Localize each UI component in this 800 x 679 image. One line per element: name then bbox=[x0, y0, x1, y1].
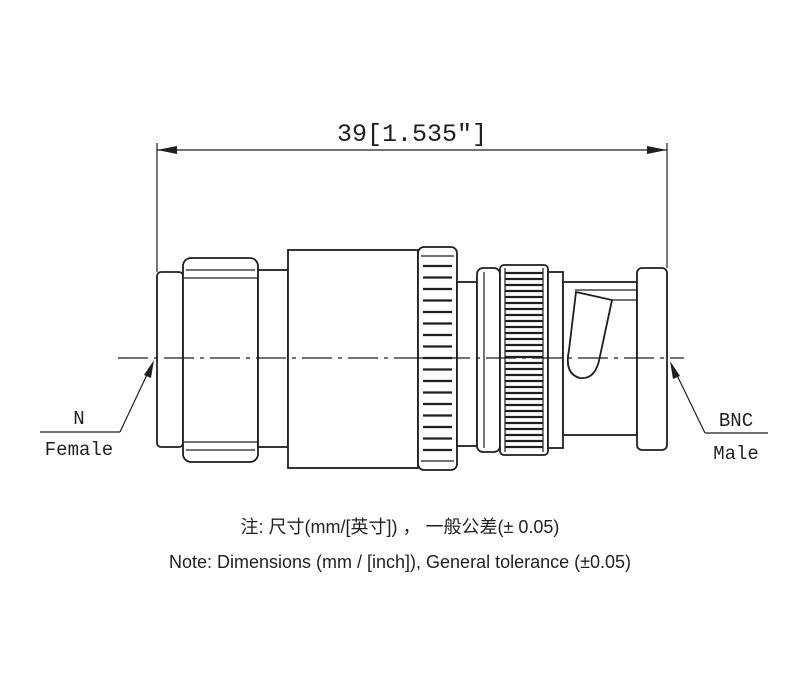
n-female-end bbox=[156, 257, 289, 463]
bnc-sleeve-step bbox=[547, 271, 564, 449]
bnc-knurl-grooves bbox=[505, 271, 543, 449]
overall-length-dimension: 39[1.535″] bbox=[156, 120, 668, 272]
bnc-collar bbox=[476, 267, 501, 453]
bnc-male-leader-arrow bbox=[670, 361, 680, 379]
note-chinese: 注: 尺寸(mm/[英寸]) ， 一般公差(± 0.05) bbox=[241, 517, 560, 537]
dimension-arrow-right bbox=[647, 146, 667, 154]
bnc-step bbox=[456, 281, 478, 447]
dimension-arrow-left bbox=[157, 146, 177, 154]
n-female-callout: N Female bbox=[40, 360, 154, 461]
n-female-front-cap bbox=[156, 271, 184, 448]
n-female-label-gender: Female bbox=[45, 439, 113, 461]
n-female-hex-nut bbox=[182, 257, 259, 463]
bnc-male-label-type: BNC bbox=[719, 410, 753, 432]
n-female-leader-arrow bbox=[144, 360, 154, 378]
n-female-label-type: N bbox=[73, 408, 84, 430]
bnc-knurled-sleeve bbox=[499, 264, 549, 456]
bnc-male-end bbox=[456, 264, 668, 456]
bnc-male-label-gender: Male bbox=[713, 443, 759, 465]
bnc-male-callout: BNC Male bbox=[670, 361, 768, 465]
bnc-bayonet-slot bbox=[566, 290, 614, 379]
adapter-main-body bbox=[287, 249, 419, 469]
dimension-label: 39[1.535″] bbox=[337, 120, 487, 149]
bnc-front-ring bbox=[636, 267, 668, 451]
note-english: Note: Dimensions (mm / [inch]), General … bbox=[169, 552, 631, 572]
